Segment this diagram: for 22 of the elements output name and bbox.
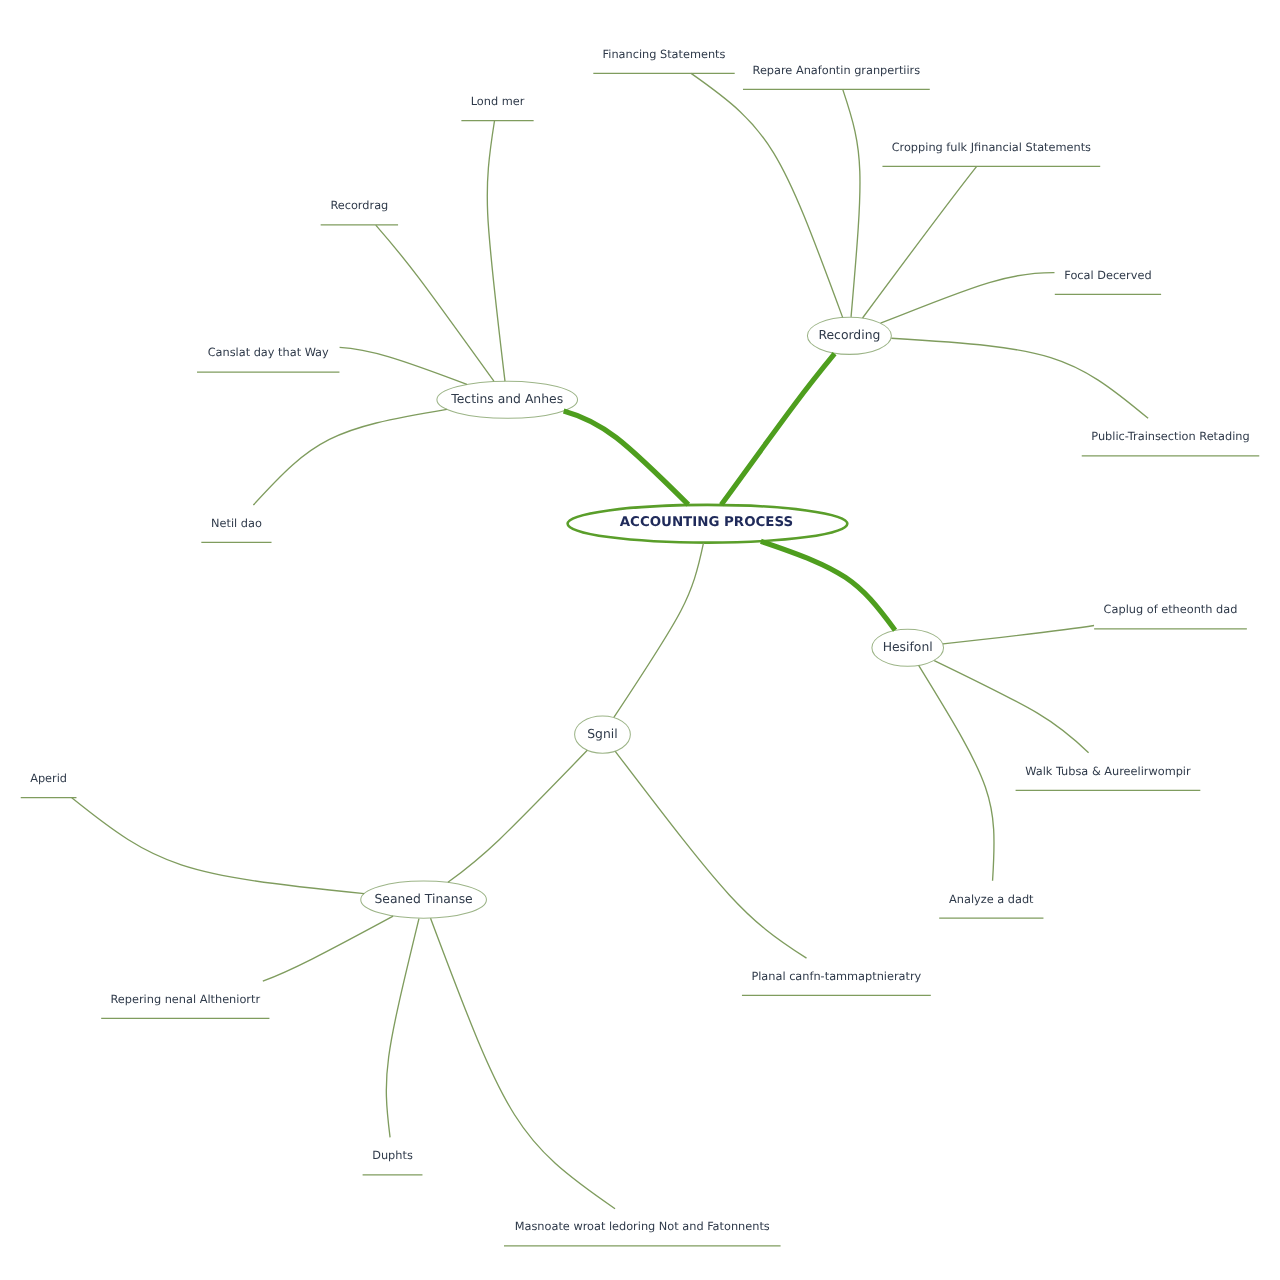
connector bbox=[879, 270, 1056, 323]
connector bbox=[338, 345, 468, 385]
connector bbox=[486, 119, 506, 381]
connector bbox=[942, 623, 1095, 644]
connector bbox=[614, 749, 808, 958]
connector bbox=[842, 88, 861, 317]
connector bbox=[562, 407, 691, 506]
connector bbox=[890, 336, 1149, 418]
connector bbox=[933, 658, 1090, 753]
connector bbox=[861, 164, 978, 318]
connector bbox=[613, 541, 705, 718]
connector bbox=[71, 796, 365, 894]
connector bbox=[760, 537, 898, 631]
connector bbox=[262, 914, 394, 981]
connector bbox=[385, 916, 420, 1138]
connector bbox=[719, 351, 837, 506]
connector bbox=[690, 71, 844, 318]
connector bbox=[447, 748, 588, 882]
connector bbox=[429, 916, 616, 1209]
connector bbox=[918, 663, 995, 881]
connector bbox=[252, 407, 448, 505]
connector bbox=[375, 223, 495, 381]
